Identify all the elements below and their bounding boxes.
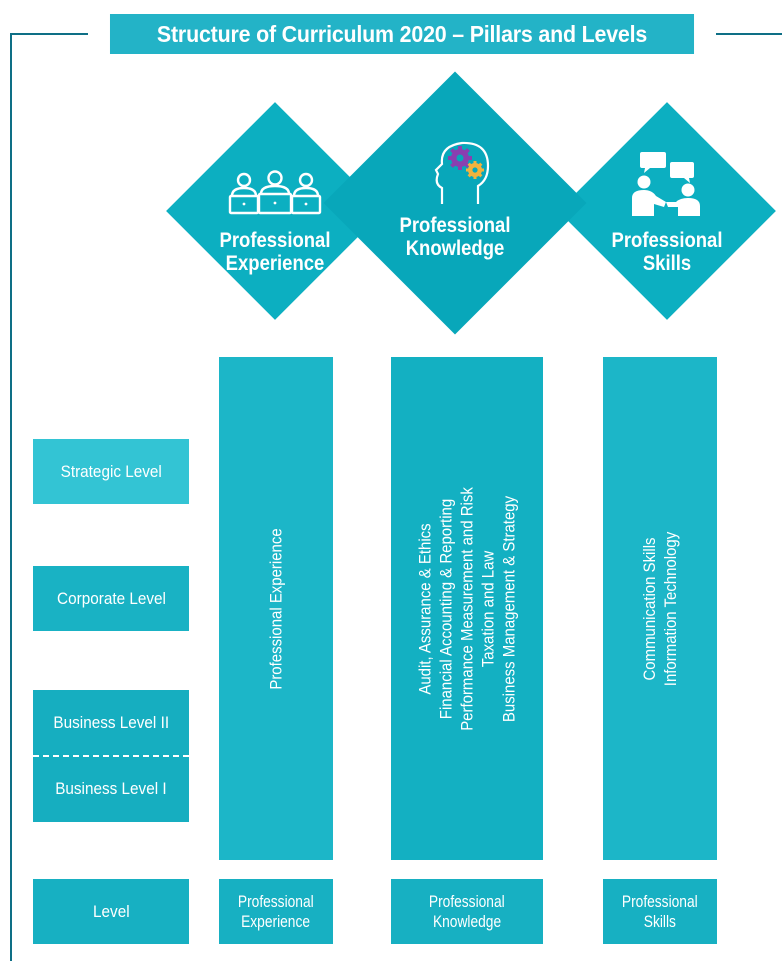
frame-line-top-left [10, 33, 88, 35]
title-text: Structure of Curriculum 2020 – Pillars a… [156, 20, 648, 47]
pillar-title-line: Professional [219, 229, 331, 252]
pillar-title-line: Professional [399, 214, 511, 237]
pillar-title-skills: Professional Skills [592, 229, 742, 275]
column-skills-text: Communication Skills Information Technol… [639, 531, 681, 685]
footer-label: Level [92, 901, 130, 921]
footer-line: Professional [429, 891, 505, 911]
column-item: Professional Experience [266, 527, 286, 690]
level-corporate: Corporate Level [33, 566, 189, 631]
diagram-title: Structure of Curriculum 2020 – Pillars a… [109, 14, 695, 54]
level-business-2: Business Level II [33, 690, 189, 756]
people-with-laptops-icon [228, 170, 322, 215]
level-business-1: Business Level I [33, 756, 189, 822]
column-knowledge: Audit, Assurance & Ethics Financial Acco… [391, 357, 543, 860]
column-item: Information Technology [661, 531, 680, 686]
frame-line-top-right [716, 33, 782, 35]
pillar-title-line: Knowledge [405, 237, 505, 260]
column-experience-text: Professional Experience [266, 528, 287, 689]
business-level-divider [33, 755, 189, 757]
column-item: Audit, Assurance & Ethics [415, 522, 435, 695]
column-item: Performance Measurement and Risk [457, 486, 477, 731]
column-item: Financial Accounting & Reporting [436, 498, 456, 719]
level-label: Business Level II [53, 713, 169, 732]
column-item: Business Management & Strategy [499, 495, 519, 722]
footer-level: Level [33, 879, 189, 944]
footer-line: Knowledge [432, 911, 502, 931]
column-item: Communication Skills [640, 537, 659, 680]
pillar-title-knowledge: Professional Knowledge [380, 214, 530, 260]
footer-line: Experience [241, 911, 311, 931]
column-item: Taxation and Law [478, 550, 498, 667]
pillar-title-line: Professional [611, 229, 723, 252]
level-strategic: Strategic Level [33, 439, 189, 504]
pillar-title-experience: Professional Experience [200, 229, 350, 275]
pillar-title-line: Experience [225, 252, 325, 275]
column-experience: Professional Experience [219, 357, 333, 860]
column-skills: Communication Skills Information Technol… [603, 357, 717, 860]
pillar-title-line: Skills [642, 252, 692, 275]
level-label: Business Level I [55, 779, 167, 798]
level-label: Corporate Level [56, 588, 166, 608]
column-knowledge-text: Audit, Assurance & Ethics Financial Acco… [415, 487, 520, 731]
head-with-gears-icon [434, 141, 490, 204]
level-label: Strategic Level [60, 461, 162, 481]
frame-line-left [10, 33, 12, 961]
footer-line: Professional [238, 891, 314, 911]
people-talking-icon [632, 152, 700, 216]
footer-line: Professional [622, 891, 698, 911]
footer-line: Skills [643, 911, 677, 931]
